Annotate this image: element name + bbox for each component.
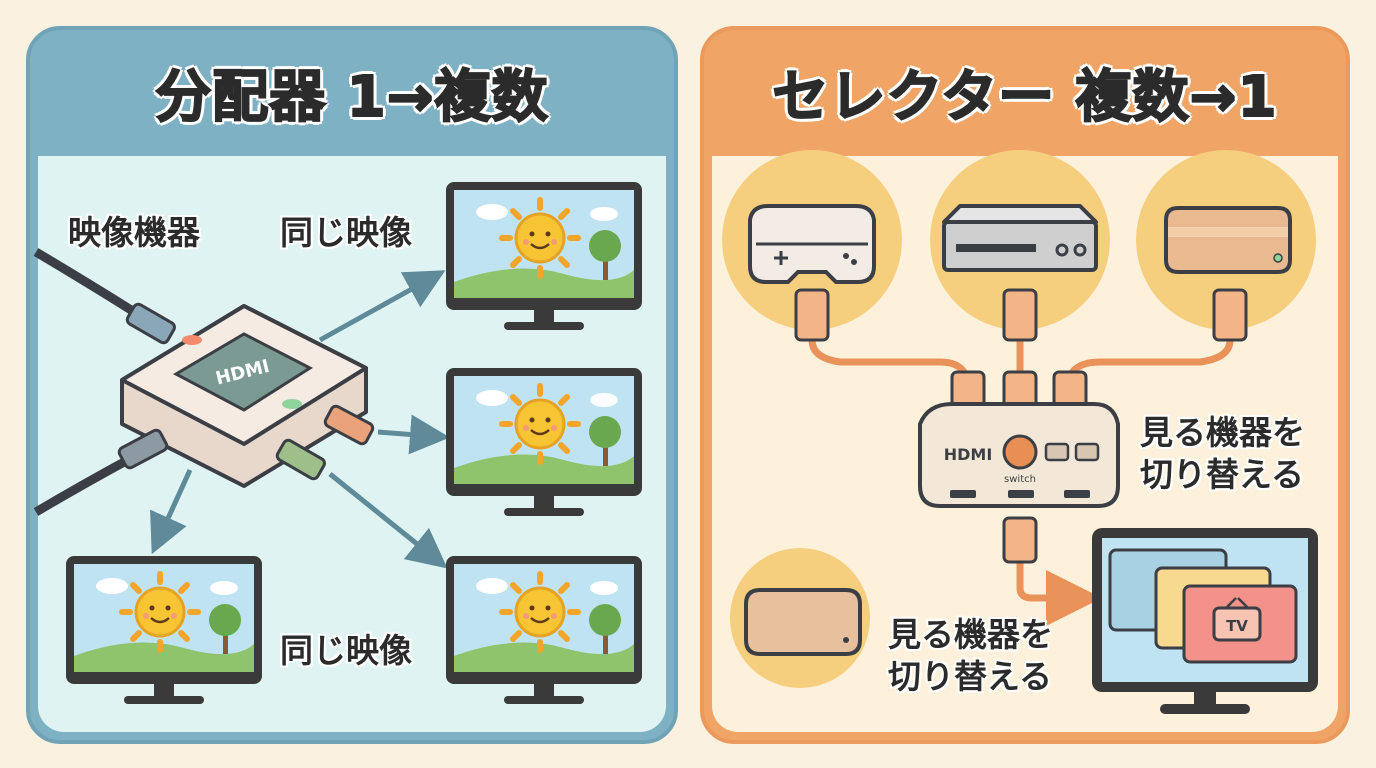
arrow-to-monitor-3 bbox=[328, 472, 448, 569]
arrow-to-monitor-2 bbox=[377, 414, 450, 455]
same-video-label-top: 同じ映像 bbox=[280, 213, 412, 252]
connector-streaming bbox=[1212, 288, 1248, 342]
tv-with-switching-screens: TV bbox=[1092, 528, 1318, 714]
dvd-player-icon bbox=[942, 204, 1098, 272]
arrow-to-monitor-4 bbox=[150, 468, 193, 555]
selector-header: セレクター 複数→1 bbox=[704, 30, 1346, 154]
splitter-header: 分配器 1→複数 bbox=[30, 30, 674, 154]
same-video-label-bottom: 同じ映像 bbox=[280, 631, 412, 670]
selector-device-text: HDMI bbox=[944, 445, 993, 464]
selector-title: セレクター 複数→1 bbox=[771, 64, 1278, 131]
splitter-title: 分配器 1→複数 bbox=[154, 64, 549, 131]
monitor-bottom-left bbox=[66, 556, 262, 704]
connector-console bbox=[794, 288, 830, 342]
switch-button-label: switch bbox=[1004, 474, 1036, 485]
monitor-top-right bbox=[446, 182, 642, 330]
switch-action-label-right: 見る機器を 切り替える bbox=[1140, 413, 1305, 494]
cable-console bbox=[808, 336, 972, 392]
monitor-middle-right bbox=[446, 368, 642, 516]
streaming-box-icon bbox=[1164, 206, 1292, 274]
monitor-bottom-right bbox=[446, 556, 642, 704]
hdmi-splitter-device: HDMI bbox=[117, 302, 375, 488]
tv-badge-text: TV bbox=[1226, 617, 1248, 635]
game-console-icon bbox=[748, 204, 876, 284]
connector-dvd bbox=[1002, 288, 1038, 342]
arrow-to-monitor-1 bbox=[318, 270, 446, 343]
switch-action-label-bottom: 見る機器を 切り替える bbox=[888, 615, 1053, 696]
output-cable bbox=[1016, 556, 1102, 626]
cable-streaming bbox=[1064, 336, 1234, 392]
hdmi-selector-device: HDMI switch bbox=[918, 402, 1120, 508]
source-device-label: 映像機器 bbox=[68, 213, 200, 252]
streaming-box-icon-bottom bbox=[744, 588, 862, 656]
connector-output bbox=[1002, 516, 1038, 564]
